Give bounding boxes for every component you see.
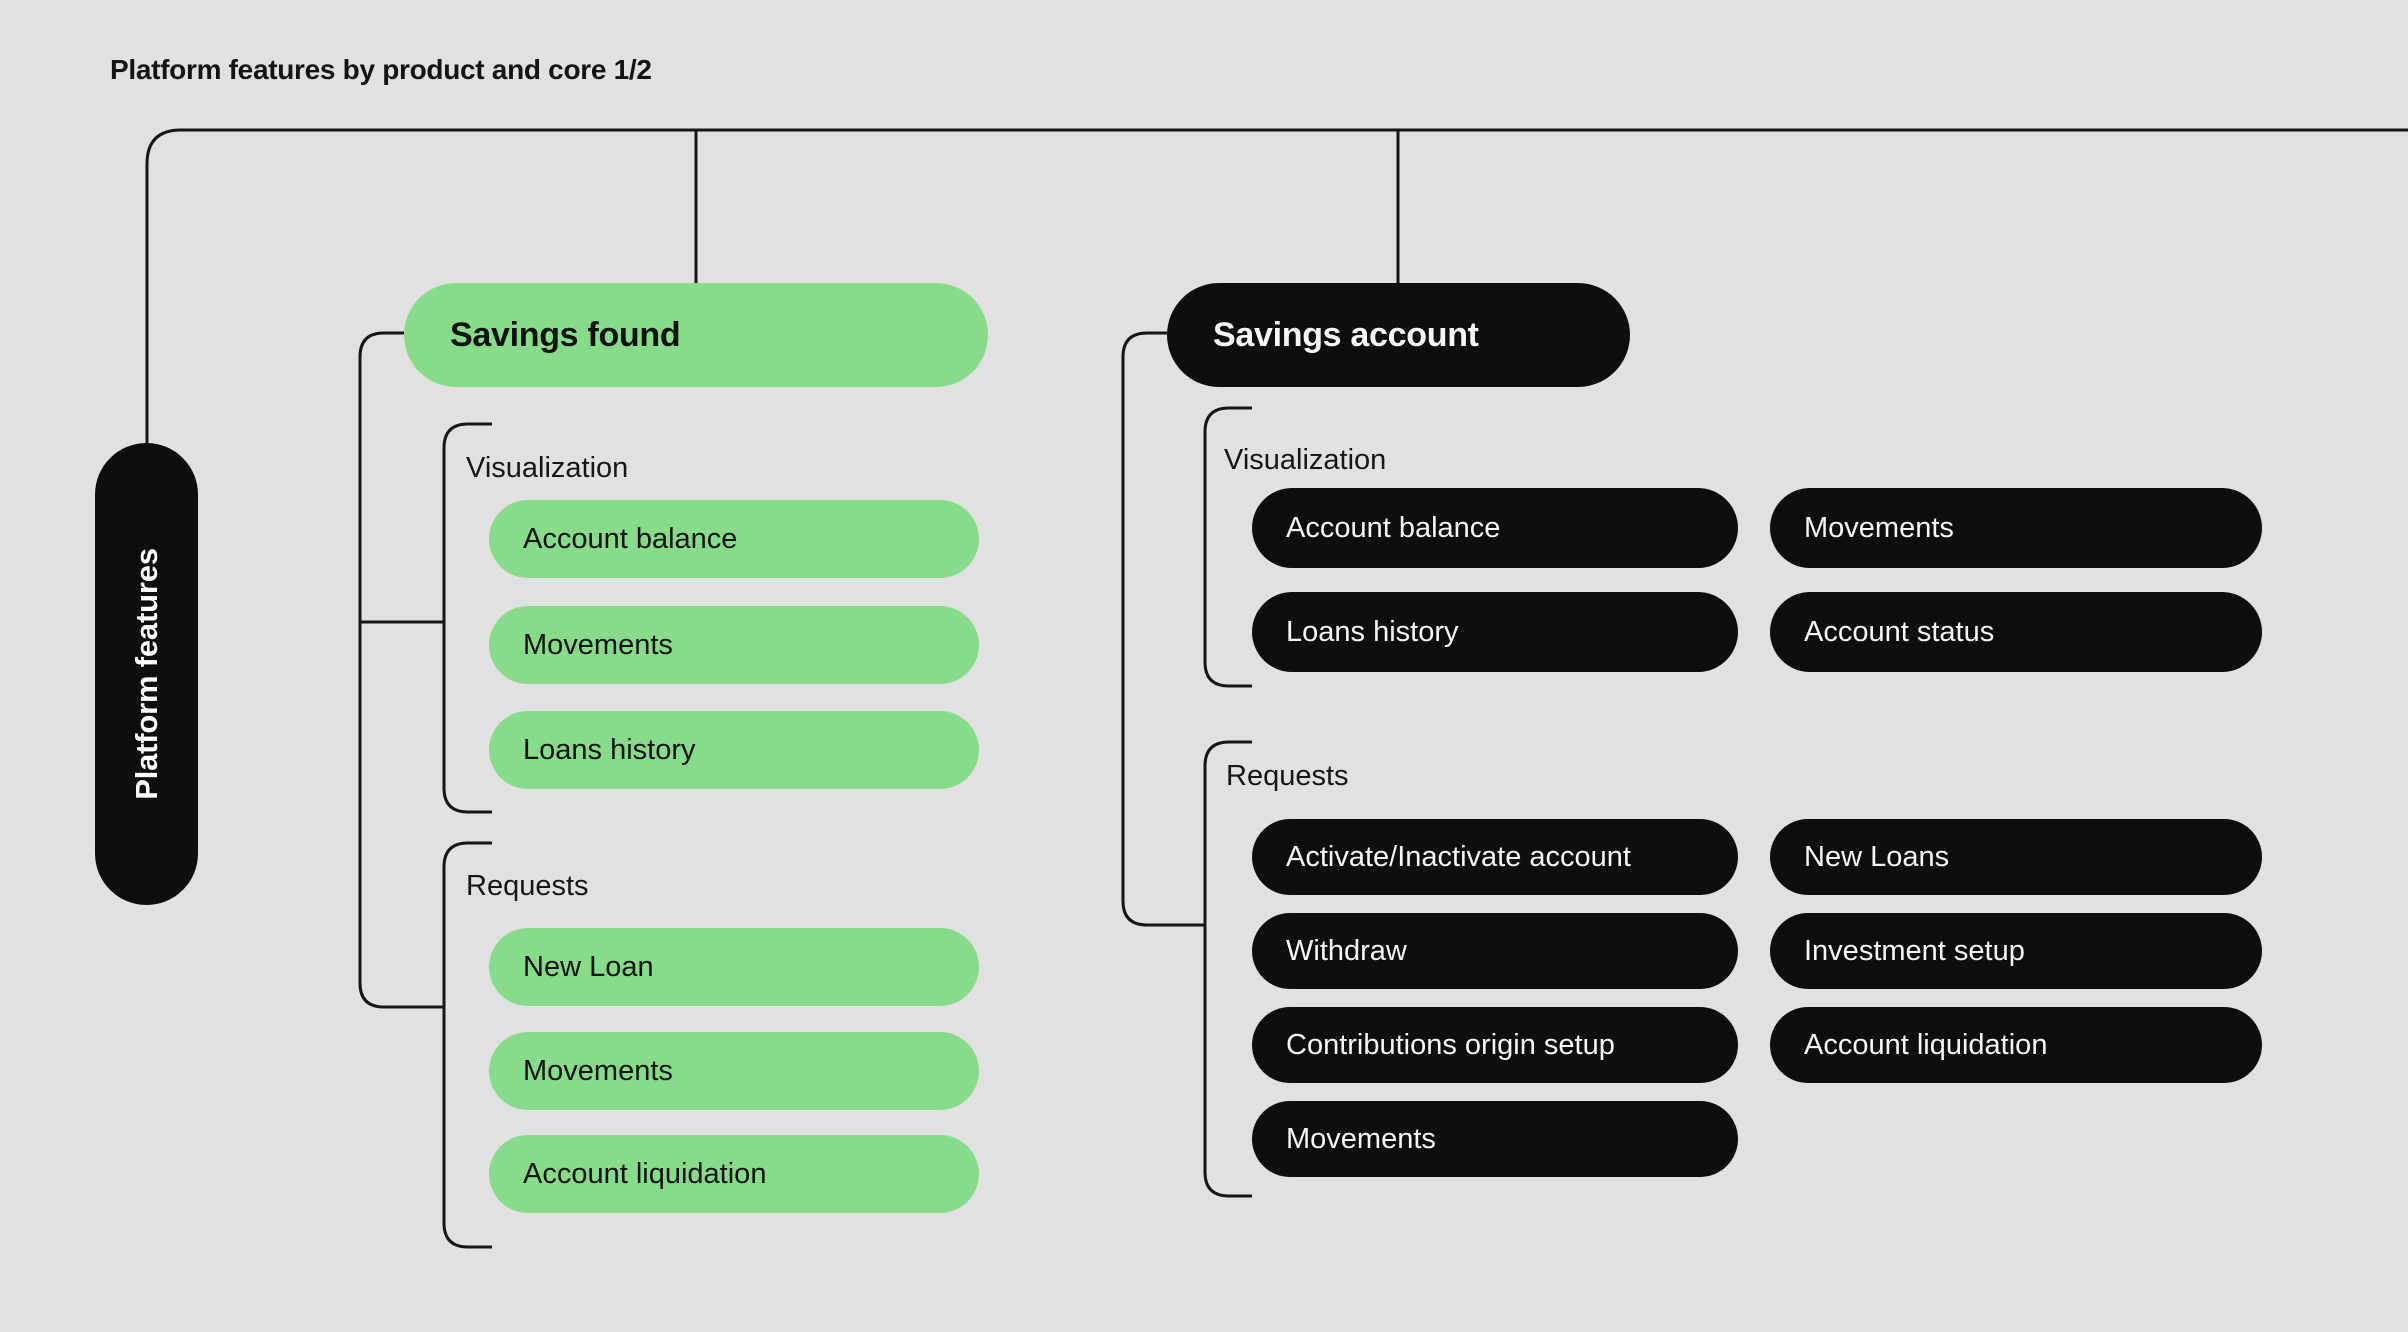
feature-pill-label: Movements: [1286, 1122, 1436, 1155]
feature-pill-label: Withdraw: [1286, 934, 1407, 967]
root-pill-label: Platform features: [128, 548, 164, 800]
feature-pill: Loans history: [1252, 592, 1738, 672]
bracket-visualization-left: [442, 422, 492, 814]
feature-pill: Activate/Inactivate account: [1252, 819, 1738, 895]
connector-main-spine: [145, 128, 2408, 443]
bracket-visualization-right: [1203, 406, 1252, 688]
root-pill-platform-features: Platform features: [95, 443, 198, 905]
feature-pill-label: Account liquidation: [523, 1157, 767, 1190]
section-label-visualization: Visualization: [466, 452, 629, 484]
feature-pill: Movements: [489, 1032, 979, 1110]
feature-pill: Account status: [1770, 592, 2262, 672]
feature-pill: Account liquidation: [489, 1135, 979, 1213]
feature-pill: Withdraw: [1252, 913, 1738, 989]
feature-pill-label: Account status: [1804, 615, 1995, 648]
feature-pill-label: New Loans: [1804, 840, 1950, 873]
feature-pill-label: Account liquidation: [1804, 1028, 2048, 1061]
feature-pill: Movements: [1770, 488, 2262, 568]
section-label-requests: Requests: [466, 870, 589, 902]
page-title: Platform features by product and core 1/…: [110, 54, 652, 85]
feature-pill-label: Loans history: [1286, 615, 1459, 648]
feature-pill-label: Investment setup: [1804, 934, 2025, 967]
bracket-requests-left: [442, 841, 492, 1249]
branch-label: Savings account: [1213, 315, 1479, 354]
feature-pill-label: Account balance: [1286, 511, 1501, 544]
connector-trunk-savings-account: [1121, 331, 1205, 927]
feature-pill-label: Activate/Inactivate account: [1286, 840, 1631, 873]
section-label-visualization: Visualization: [1224, 444, 1387, 476]
feature-pill-label: Account balance: [523, 522, 738, 555]
feature-pill: Account balance: [489, 500, 979, 578]
section-label-requests: Requests: [1226, 760, 1349, 792]
feature-pill: Account liquidation: [1770, 1007, 2262, 1083]
branch-pill-savings-found: Savings found: [404, 283, 988, 387]
feature-pill: Movements: [489, 606, 979, 684]
branch-pill-savings-account: Savings account: [1167, 283, 1630, 387]
feature-pill: Account balance: [1252, 488, 1738, 568]
feature-pill: Loans history: [489, 711, 979, 789]
feature-pill-label: Movements: [1804, 511, 1954, 544]
feature-pill-label: Movements: [523, 1054, 673, 1087]
feature-pill-label: Movements: [523, 628, 673, 661]
feature-pill-label: Loans history: [523, 733, 696, 766]
feature-pill: Contributions origin setup: [1252, 1007, 1738, 1083]
feature-pill: Investment setup: [1770, 913, 2262, 989]
feature-pill-label: New Loan: [523, 950, 654, 983]
bracket-requests-right: [1203, 740, 1252, 1198]
branch-label: Savings found: [450, 315, 681, 354]
feature-pill: Movements: [1252, 1101, 1738, 1177]
feature-pill: New Loans: [1770, 819, 2262, 895]
feature-pill-label: Contributions origin setup: [1286, 1028, 1615, 1061]
feature-pill: New Loan: [489, 928, 979, 1006]
connector-trunk-savings-found: [358, 331, 444, 1009]
